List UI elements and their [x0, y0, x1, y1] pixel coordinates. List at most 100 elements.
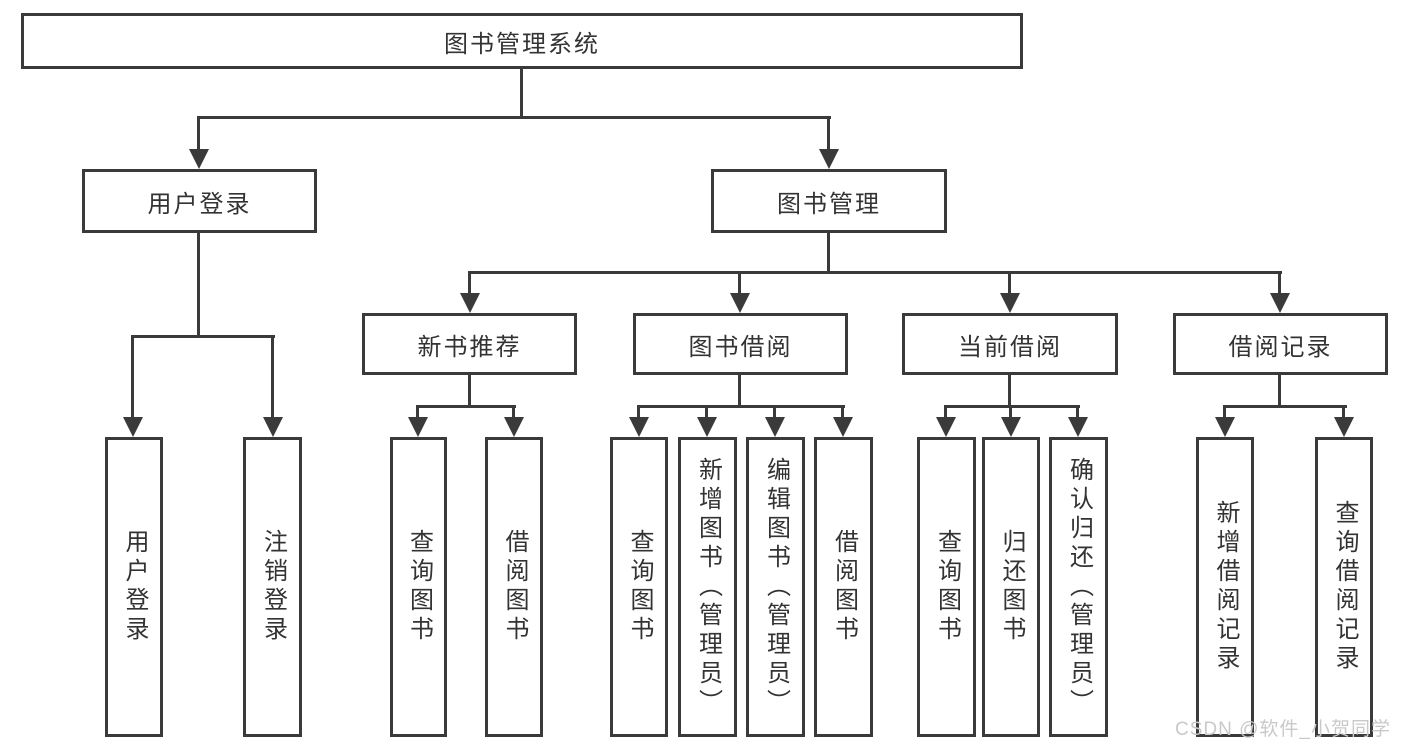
node-label: 用户登录 [121, 529, 148, 645]
arrowhead-icon [1000, 293, 1020, 313]
arrow-down [504, 408, 524, 437]
arrowhead-icon [189, 149, 209, 169]
connector-line [468, 273, 471, 299]
arrow-down [697, 408, 717, 437]
arrow-down [833, 408, 853, 437]
arrow-down [1334, 408, 1354, 437]
node-label: 确认归还（管理员） [1065, 456, 1093, 718]
leaf-edit-book-admin: 编辑图书（管理员） [746, 437, 805, 737]
connector-line [1008, 273, 1011, 299]
arrow-down [263, 337, 283, 437]
leaf-logout: 注销登录 [243, 437, 302, 737]
arrow-down [1270, 273, 1290, 313]
leaf-query-books-borrowing: 查询图书 [610, 437, 668, 737]
connector-line [416, 408, 419, 423]
arrowhead-icon [263, 417, 283, 437]
connector-line [738, 374, 741, 408]
leaf-confirm-return-admin: 确认归还（管理员） [1049, 437, 1108, 737]
connector-line [131, 337, 134, 423]
node-label: 图书管理 [777, 190, 881, 218]
arrowhead-icon [1215, 417, 1235, 437]
node-label: 查询图书 [933, 529, 961, 645]
arrowhead-icon [1068, 417, 1088, 437]
arrowhead-icon [123, 417, 143, 437]
node-label: 图书借阅 [688, 333, 793, 361]
arrowhead-icon [1001, 417, 1021, 437]
connector-line [197, 116, 831, 119]
node-label: 查询借阅记录 [1331, 500, 1358, 674]
leaf-user-login: 用户登录 [105, 437, 163, 737]
arrowhead-icon [819, 149, 839, 169]
arrow-down [1068, 408, 1088, 437]
arrowhead-icon [936, 417, 956, 437]
arrow-down [1001, 408, 1021, 437]
connector-line [827, 232, 830, 274]
node-label: 借阅图书 [830, 529, 858, 645]
arrow-down [123, 337, 143, 437]
connector-line [512, 408, 515, 423]
connector-line [705, 408, 708, 423]
leaf-query-borrow-record: 查询借阅记录 [1315, 437, 1373, 737]
node-library-system: 图书管理系统 [21, 13, 1023, 69]
node-current-borrowing: 当前借阅 [902, 313, 1118, 375]
arrowhead-icon [697, 417, 717, 437]
arrowhead-icon [504, 417, 524, 437]
leaf-query-books-recommend: 查询图书 [390, 437, 447, 737]
connector-line [520, 68, 523, 118]
node-label: 新书推荐 [417, 333, 522, 361]
node-label: 借阅图书 [501, 529, 528, 645]
connector-line [738, 273, 741, 299]
connector-line [637, 408, 640, 423]
node-label: 查询图书 [626, 529, 653, 645]
node-label: 注销登录 [259, 529, 287, 645]
connector-line [197, 118, 200, 155]
connector-line [1223, 408, 1226, 423]
node-label: 新增借阅记录 [1212, 500, 1239, 674]
arrowhead-icon [460, 293, 480, 313]
connector-line [1009, 408, 1012, 423]
arrowhead-icon [730, 293, 750, 313]
connector-line [1278, 374, 1281, 408]
node-label: 借阅记录 [1228, 333, 1333, 361]
arrow-down [408, 408, 428, 437]
arrowhead-icon [1334, 417, 1354, 437]
connector-line [131, 335, 275, 338]
connector-line [1278, 273, 1281, 299]
arrow-down [730, 273, 750, 313]
connector-line [416, 405, 516, 408]
csdn-watermark: CSDN @软件_小贺同学 [1175, 719, 1391, 740]
connector-line [197, 232, 200, 337]
node-label: 编辑图书（管理员） [762, 456, 790, 718]
arrow-down [819, 118, 839, 169]
node-borrowing-records: 借阅记录 [1173, 313, 1388, 375]
connector-line [468, 374, 471, 408]
arrow-down [629, 408, 649, 437]
node-new-book-recommend: 新书推荐 [362, 313, 577, 375]
node-book-borrowing: 图书借阅 [633, 313, 848, 375]
connector-line [1342, 408, 1345, 423]
arrow-down [1000, 273, 1020, 313]
arrow-down [1215, 408, 1235, 437]
connector-line [637, 405, 845, 408]
node-label: 图书管理系统 [444, 30, 600, 58]
arrowhead-icon [833, 417, 853, 437]
arrow-down [765, 408, 785, 437]
leaf-add-book-admin: 新增图书（管理员） [678, 437, 737, 737]
node-label: 用户登录 [147, 190, 252, 218]
arrowhead-icon [765, 417, 785, 437]
node-label: 查询图书 [405, 529, 433, 645]
connector-line [773, 408, 776, 423]
connector-line [1076, 408, 1079, 423]
connector-line [827, 118, 830, 155]
connector-line [271, 337, 274, 423]
leaf-borrow-books-recommend: 借阅图书 [485, 437, 543, 737]
arrowhead-icon [408, 417, 428, 437]
arrow-down [460, 273, 480, 313]
connector-line [468, 271, 1282, 274]
leaf-return-book: 归还图书 [982, 437, 1040, 737]
node-label: 归还图书 [998, 529, 1025, 645]
leaf-add-borrow-record: 新增借阅记录 [1196, 437, 1254, 737]
connector-line [944, 405, 1080, 408]
arrow-down [936, 408, 956, 437]
